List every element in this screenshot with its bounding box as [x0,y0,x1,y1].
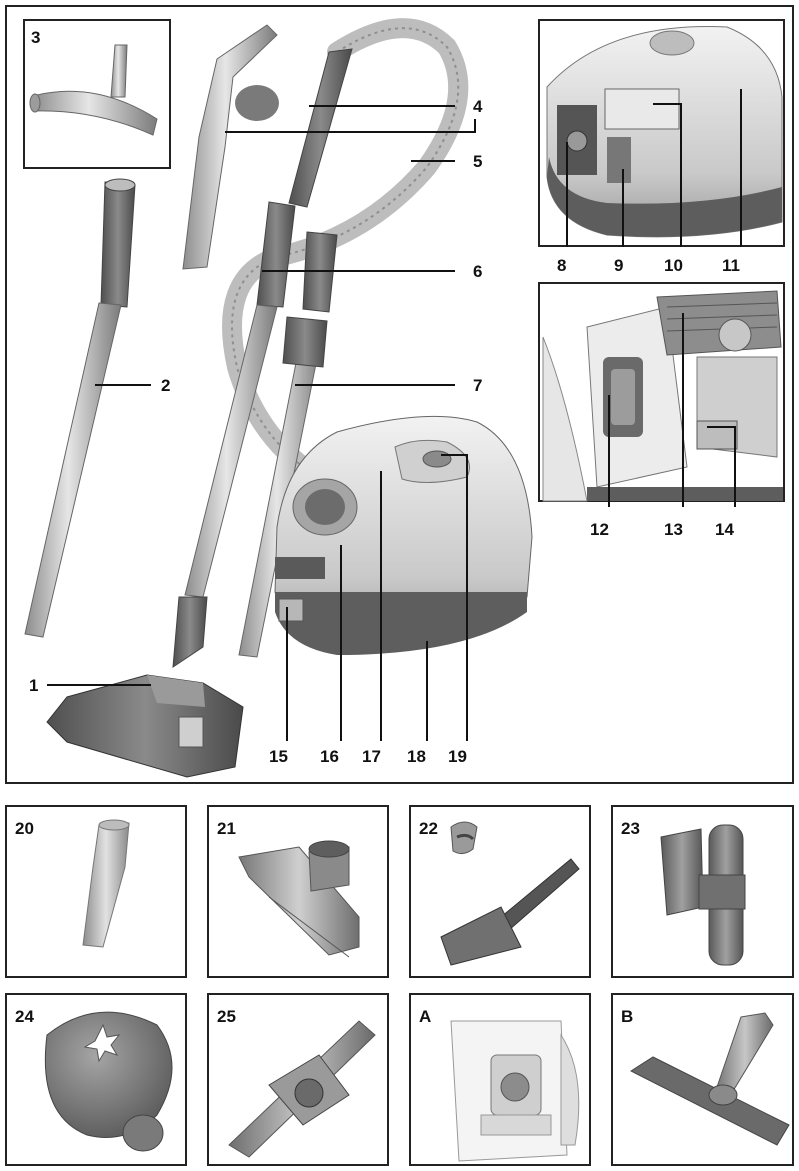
floor-nozzle-small-3 [29,44,158,136]
accessory-label-25: 25 [217,1007,236,1026]
inset-bag-artwork [542,290,783,502]
main-diagram-artwork [23,18,785,778]
label-4: 4 [473,97,483,116]
handle-4 [182,24,279,270]
label-9: 9 [614,256,624,275]
accessory-tile-21: 21 [207,805,389,978]
inset-top-artwork [546,26,783,238]
label-5: 5 [473,152,483,171]
accessory-label-20: 20 [15,819,34,838]
main-diagram-frame: 1 2 3 4 5 6 7 8 9 10 11 12 13 14 15 16 1… [5,5,794,784]
label-12: 12 [590,520,609,539]
label-13: 13 [664,520,683,539]
floor-nozzle-1 [46,596,244,778]
clip-and-brush-22 [440,821,580,966]
label-14: 14 [715,520,734,539]
accessory-tile-23: 23 [611,805,794,978]
accessory-tile-20: 20 [5,805,187,978]
accessory-25 [228,1020,376,1158]
upholstery-nozzle-21 [238,840,360,958]
label-3: 3 [31,28,41,47]
floor-nozzle-B [629,1012,790,1146]
accessory-label-22: 22 [419,819,438,838]
accessory-tile-B: B [611,993,794,1166]
label-15: 15 [269,747,288,766]
accessory-label-A: A [419,1007,432,1026]
extension-tube-7 [238,231,338,658]
accessory-tile-25: 25 [207,993,389,1166]
label-6: 6 [473,262,483,281]
leader-lines [47,89,742,741]
accessory-tile-22: 22 [409,805,591,978]
label-19: 19 [448,747,467,766]
accessory-label-23: 23 [621,819,640,838]
telescopic-tube-2 [24,178,136,638]
label-2: 2 [161,376,171,395]
label-16: 16 [320,747,339,766]
label-11: 11 [722,256,740,275]
accessory-holder-23 [660,824,746,966]
label-1: 1 [29,676,39,695]
accessory-24 [44,1011,173,1152]
vacuum-body [274,415,533,655]
label-18: 18 [407,747,426,766]
accessory-label-21: 21 [217,819,236,838]
label-8: 8 [557,256,567,275]
label-7: 7 [473,376,483,395]
dust-bag-A [450,1020,580,1162]
label-10: 10 [664,256,683,275]
label-17: 17 [362,747,381,766]
accessory-label-B: B [621,1007,634,1026]
accessory-label-24: 24 [15,1007,34,1026]
suction-tube-6 [184,48,353,598]
accessory-tile-24: 24 [5,993,187,1166]
crevice-nozzle-20 [82,819,130,948]
accessory-tile-A: A [409,993,591,1166]
